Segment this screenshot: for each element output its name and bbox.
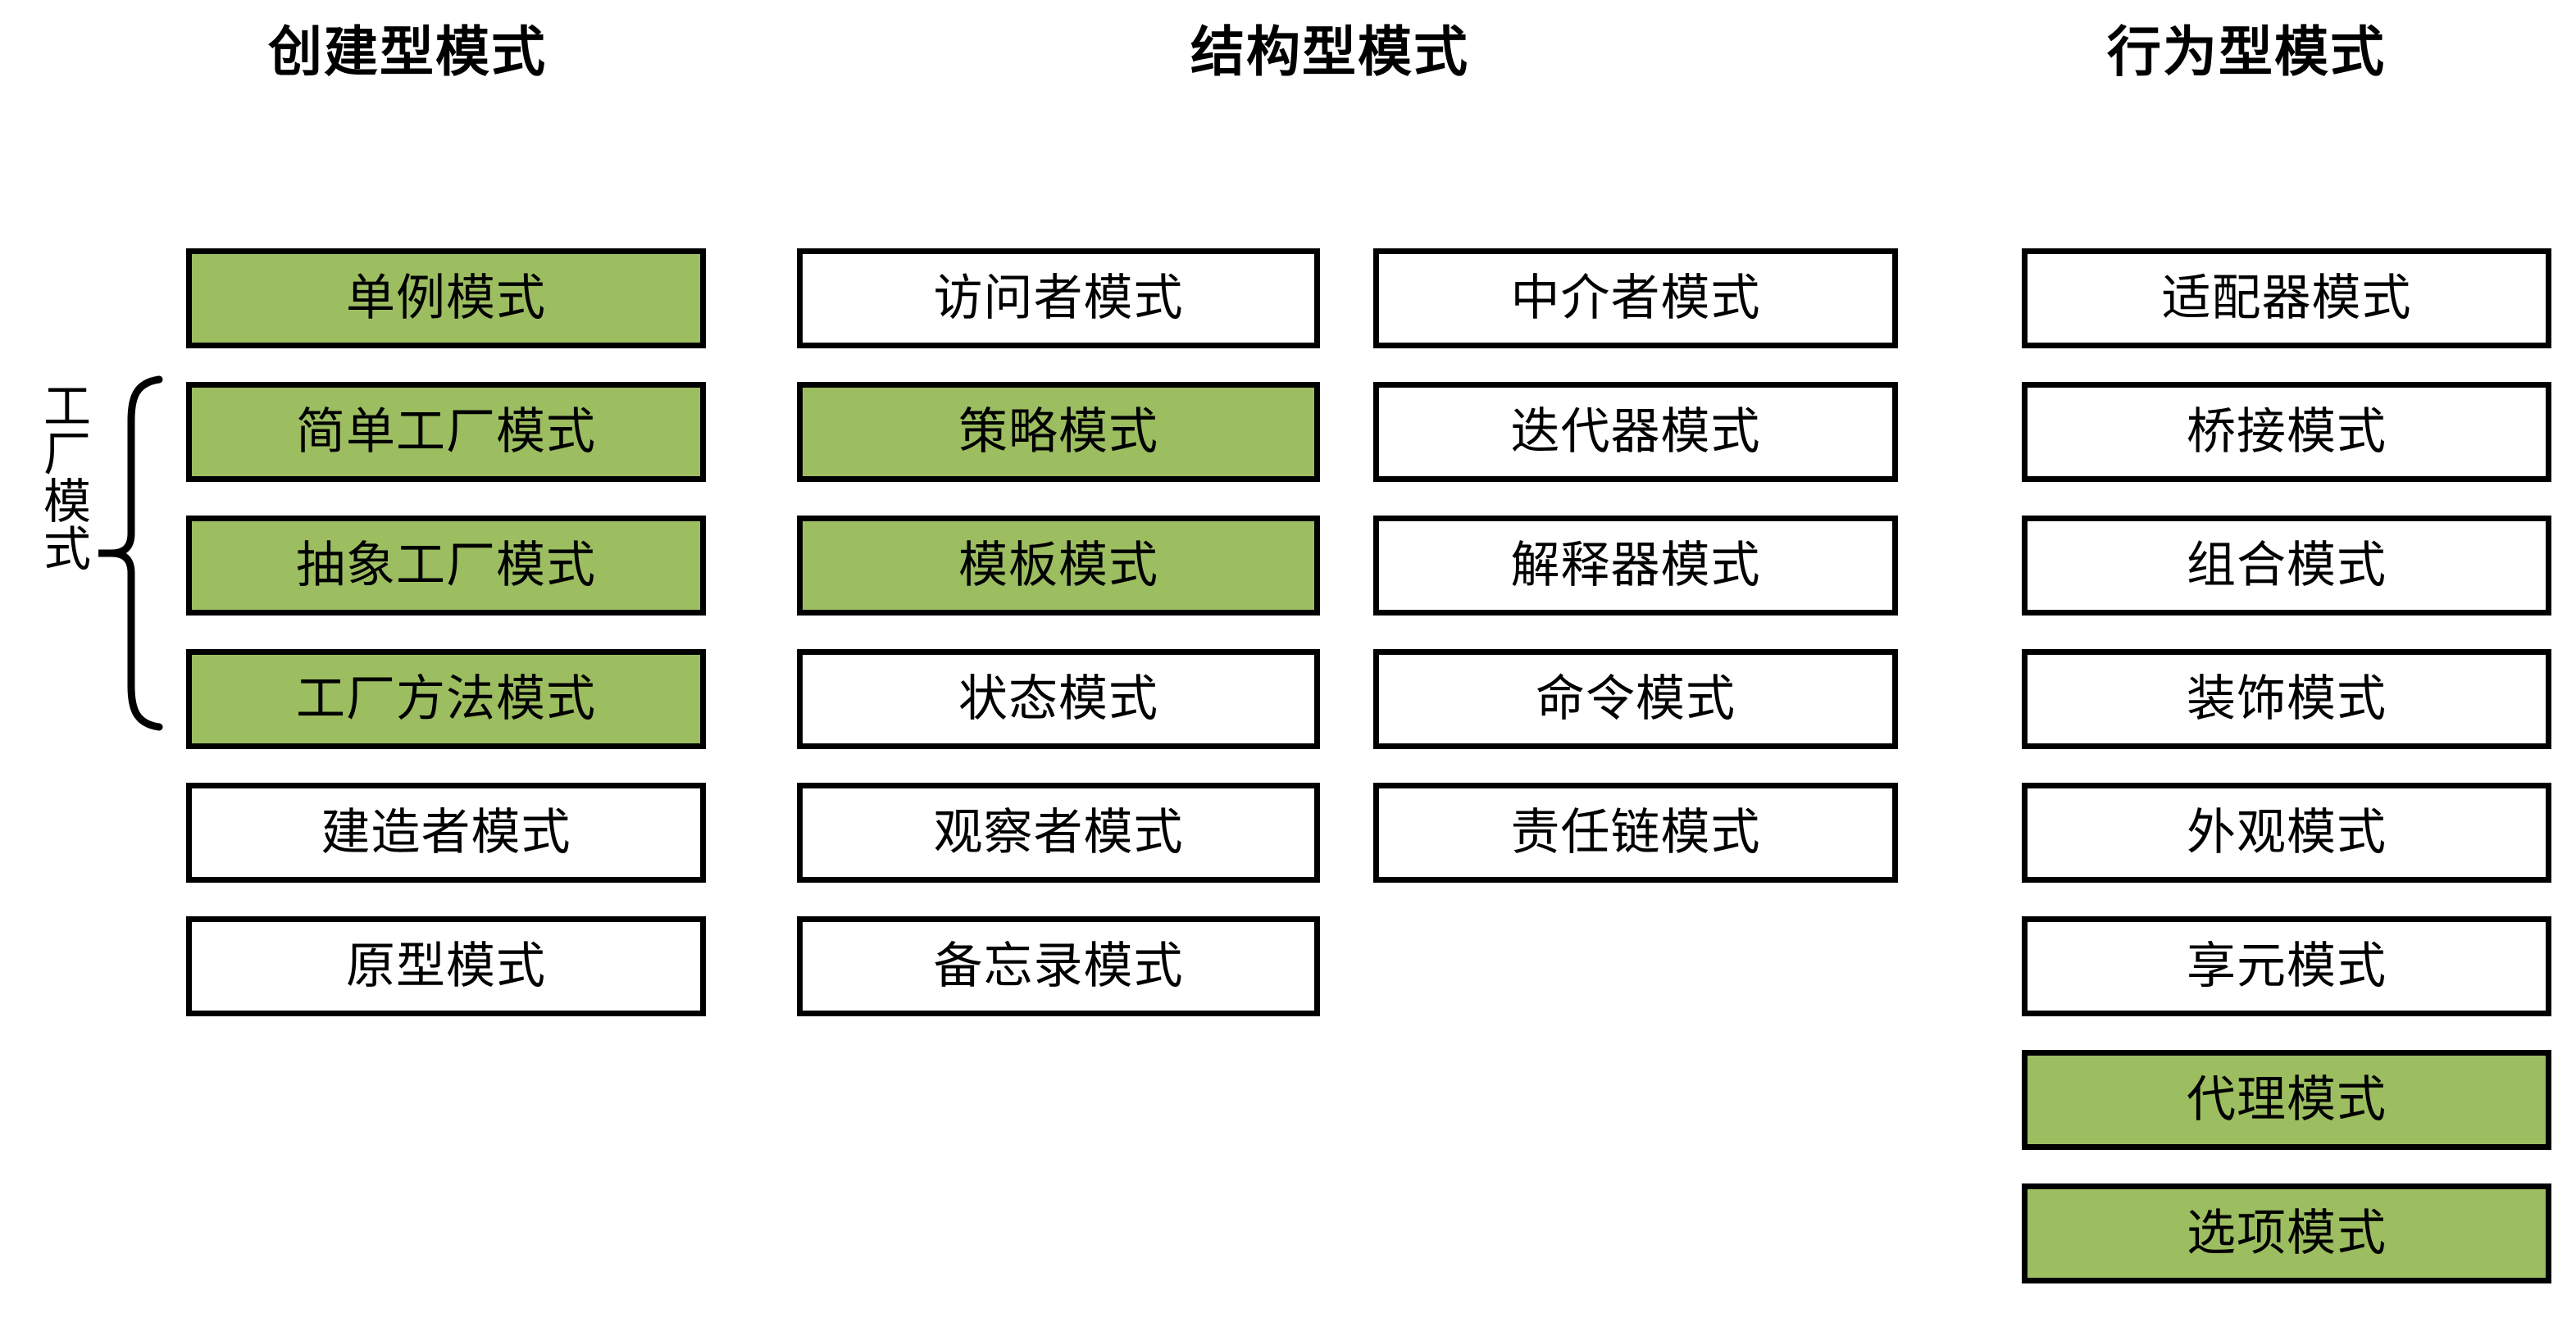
pattern-box-label: 建造者模式 <box>321 805 571 860</box>
pattern-box[interactable]: 迭代器模式 <box>1373 382 1898 482</box>
pattern-box-label: 观察者模式 <box>933 805 1184 860</box>
pattern-box-label: 解释器模式 <box>1510 538 1761 593</box>
pattern-box-label: 中介者模式 <box>1510 270 1761 325</box>
column-heading-behavioral: 行为型模式 <box>2107 21 2386 82</box>
pattern-box-label: 原型模式 <box>346 938 546 993</box>
pattern-box-label: 选项模式 <box>2187 1206 2387 1261</box>
pattern-box[interactable]: 桥接模式 <box>2022 382 2551 482</box>
pattern-box-label: 状态模式 <box>958 671 1158 726</box>
pattern-box-label: 命令模式 <box>1536 671 1736 726</box>
pattern-box-label: 组合模式 <box>2187 538 2387 593</box>
factory-pattern-group: 工厂模式 <box>16 373 189 750</box>
pattern-box[interactable]: 原型模式 <box>186 916 706 1016</box>
pattern-box[interactable]: 状态模式 <box>797 649 1320 749</box>
pattern-box-label: 适配器模式 <box>2161 270 2412 325</box>
pattern-box-label: 抽象工厂模式 <box>296 538 596 593</box>
pattern-box[interactable]: 享元模式 <box>2022 916 2551 1016</box>
pattern-box[interactable]: 建造者模式 <box>186 783 706 883</box>
pattern-box-label: 外观模式 <box>2187 805 2387 860</box>
pattern-box-label: 装饰模式 <box>2187 671 2387 726</box>
pattern-box[interactable]: 模板模式 <box>797 516 1320 616</box>
pattern-box[interactable]: 策略模式 <box>797 382 1320 482</box>
pattern-box[interactable]: 中介者模式 <box>1373 248 1898 348</box>
pattern-box[interactable]: 解释器模式 <box>1373 516 1898 616</box>
pattern-box[interactable]: 组合模式 <box>2022 516 2551 616</box>
pattern-box-label: 访问者模式 <box>933 270 1184 325</box>
pattern-box[interactable]: 简单工厂模式 <box>186 382 706 482</box>
pattern-box-label: 简单工厂模式 <box>296 404 596 459</box>
pattern-box[interactable]: 备忘录模式 <box>797 916 1320 1016</box>
pattern-box[interactable]: 访问者模式 <box>797 248 1320 348</box>
pattern-box[interactable]: 适配器模式 <box>2022 248 2551 348</box>
pattern-box-label: 工厂方法模式 <box>296 671 596 726</box>
column-heading-creational: 创建型模式 <box>268 21 547 82</box>
pattern-box[interactable]: 代理模式 <box>2022 1050 2551 1150</box>
pattern-box-label: 模板模式 <box>958 538 1158 593</box>
pattern-box-label: 迭代器模式 <box>1510 404 1761 459</box>
pattern-box[interactable]: 装饰模式 <box>2022 649 2551 749</box>
pattern-box[interactable]: 工厂方法模式 <box>186 649 706 749</box>
pattern-box[interactable]: 命令模式 <box>1373 649 1898 749</box>
pattern-box-label: 备忘录模式 <box>933 938 1184 993</box>
pattern-box-label: 责任链模式 <box>1510 805 1761 860</box>
pattern-box-label: 策略模式 <box>958 404 1158 459</box>
pattern-box-label: 单例模式 <box>346 270 546 325</box>
factory-group-label: 工厂模式 <box>36 381 89 571</box>
pattern-box-label: 享元模式 <box>2187 938 2387 993</box>
pattern-box[interactable]: 观察者模式 <box>797 783 1320 883</box>
column-heading-structural: 结构型模式 <box>1190 21 1469 82</box>
pattern-box[interactable]: 外观模式 <box>2022 783 2551 883</box>
pattern-box[interactable]: 选项模式 <box>2022 1183 2551 1283</box>
pattern-box[interactable]: 抽象工厂模式 <box>186 516 706 616</box>
curly-brace-icon <box>98 375 163 731</box>
pattern-box[interactable]: 责任链模式 <box>1373 783 1898 883</box>
pattern-box-label: 代理模式 <box>2187 1072 2387 1127</box>
pattern-box[interactable]: 单例模式 <box>186 248 706 348</box>
pattern-box-label: 桥接模式 <box>2187 404 2387 459</box>
